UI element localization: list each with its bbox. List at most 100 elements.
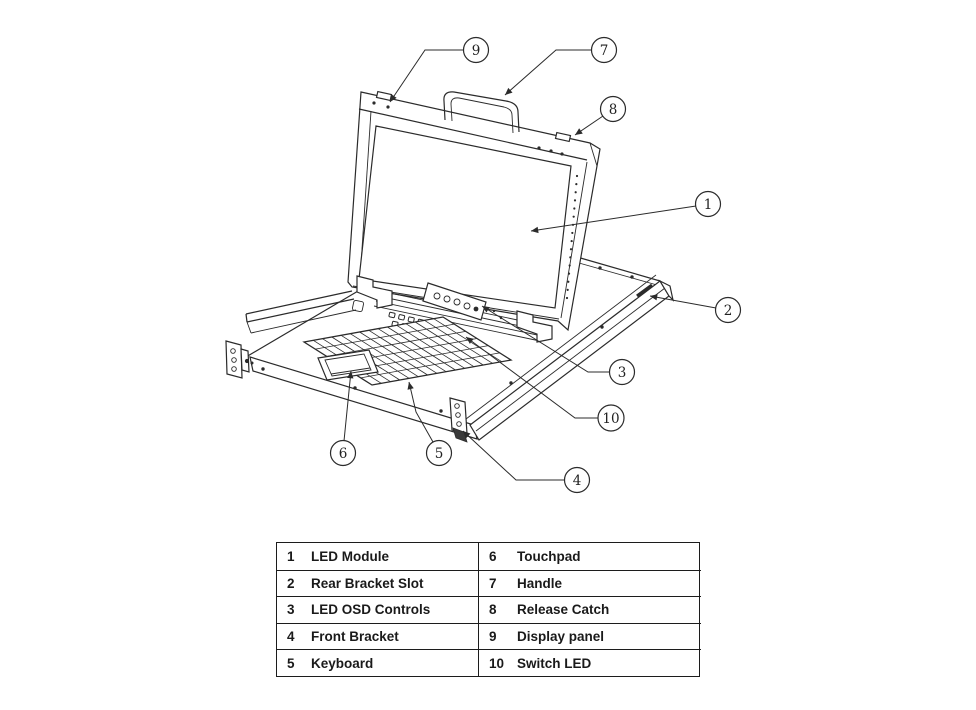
bracket-hole: [231, 366, 237, 372]
vent-hole: [567, 280, 570, 283]
leader-line-7: [504, 49, 592, 96]
callout-number-9: 9: [472, 43, 481, 59]
callout-circle-5: [425, 439, 453, 467]
callout-5: 5: [407, 381, 453, 467]
hinge-cover-line: [375, 300, 543, 337]
part-label: Keyboard: [311, 655, 374, 671]
hinge-right: [516, 310, 553, 343]
callout-circle-10: [597, 404, 625, 432]
screw-dot: [560, 152, 564, 156]
part-label: Handle: [517, 575, 563, 591]
part-number: 7: [489, 575, 497, 591]
callout-number-3: 3: [618, 365, 627, 381]
bracket-foot: [452, 427, 468, 443]
vent-hole: [575, 174, 579, 178]
vent-hole: [565, 296, 569, 300]
callout-number-4: 4: [573, 473, 582, 489]
bracket-hole: [456, 421, 462, 427]
screw-dot: [549, 149, 553, 153]
table-cell: 9 Display panel: [478, 622, 701, 650]
top-bar-bottom-edge: [358, 108, 588, 161]
top-bar-end-cap: [589, 142, 598, 167]
leader-line-2: [649, 294, 717, 309]
bracket-knob: [250, 361, 254, 365]
handle-inner: [450, 97, 514, 134]
leader-line-8: [574, 115, 604, 136]
callout-circle-1: [694, 190, 722, 218]
vent-hole: [573, 199, 577, 202]
callout-4: 4: [462, 430, 591, 494]
drawer-rear-edge-inner: [578, 262, 658, 286]
vent-hole: [574, 191, 577, 194]
table-cell: 1 LED Module: [277, 543, 478, 570]
rail-line: [250, 309, 357, 334]
part-label: Rear Bracket Slot: [311, 575, 424, 591]
callout-6: 6: [329, 370, 357, 467]
bracket-hole: [231, 357, 237, 363]
screw-dot: [630, 275, 634, 279]
callout-circle-2: [714, 296, 742, 324]
side-panel-top-inner-line: [465, 274, 657, 420]
callout-number-2: 2: [724, 303, 733, 319]
callout-number-7: 7: [600, 43, 609, 59]
callout-circle-3: [608, 358, 636, 386]
callout-circle-9: [462, 36, 490, 64]
keyboard-key-line: [327, 331, 466, 356]
front-bracket-right: [449, 397, 468, 443]
table-cell: 10 Switch LED: [478, 649, 701, 676]
display-panel: [347, 90, 601, 332]
screw-dot: [509, 381, 513, 385]
part-number: 1: [287, 548, 295, 564]
side-panel-groove: [475, 287, 666, 432]
vent-hole: [571, 231, 574, 235]
bracket-plate: [225, 340, 243, 379]
osd-button: [453, 298, 461, 306]
part-label: Touchpad: [517, 548, 581, 564]
hinge-left: [356, 275, 393, 309]
vent-hole: [566, 288, 569, 291]
part-label: LED OSD Controls: [311, 602, 431, 618]
leader-line-5: [407, 381, 434, 443]
screw-dot: [439, 409, 443, 413]
callout-number-6: 6: [339, 446, 348, 462]
front-bracket-left: [225, 340, 254, 379]
leader-line-10: [465, 336, 598, 419]
callout-number-1: 1: [704, 197, 713, 213]
part-number: 5: [287, 655, 295, 671]
part-label: LED Module: [311, 548, 389, 564]
part-label: Front Bracket: [311, 629, 399, 645]
table-cell: 4 Front Bracket: [277, 622, 478, 650]
rail-end-cap: [245, 313, 248, 323]
part-number: 9: [489, 629, 497, 645]
callout-circle-6: [329, 439, 357, 467]
osd-panel-plate: [422, 282, 487, 321]
bracket-hole: [455, 412, 461, 418]
leader-line-9: [389, 49, 464, 103]
part-number: 10: [489, 655, 505, 671]
part-label: Switch LED: [517, 655, 592, 671]
vent-hole: [569, 248, 573, 251]
screw-dot: [598, 266, 602, 270]
osd-button: [433, 292, 441, 300]
osd-button: [463, 302, 471, 310]
rail-end-cap: [246, 321, 252, 334]
table-cell: 7 Handle: [478, 569, 701, 597]
callout-9: 9: [389, 36, 490, 103]
callout-8: 8: [574, 95, 627, 136]
callout-circle-8: [599, 95, 627, 123]
table-cell: 6 Touchpad: [478, 543, 701, 570]
lcd-screen: [358, 125, 572, 309]
callouts: 1 2 3 4 5: [329, 36, 742, 494]
screw-dot: [600, 325, 604, 329]
vent-hole: [572, 215, 575, 218]
vent-hole: [568, 264, 571, 267]
right-frame-vents: [565, 174, 579, 300]
callout-7: 7: [504, 36, 618, 96]
leader-line-1: [530, 205, 697, 234]
keyboard-key-line: [361, 353, 500, 378]
power-button: [351, 299, 365, 313]
callout-circle-7: [590, 36, 618, 64]
table-cell: 3 LED OSD Controls: [277, 596, 478, 623]
bracket-bolt: [244, 358, 250, 364]
release-catch-right: [554, 131, 572, 143]
